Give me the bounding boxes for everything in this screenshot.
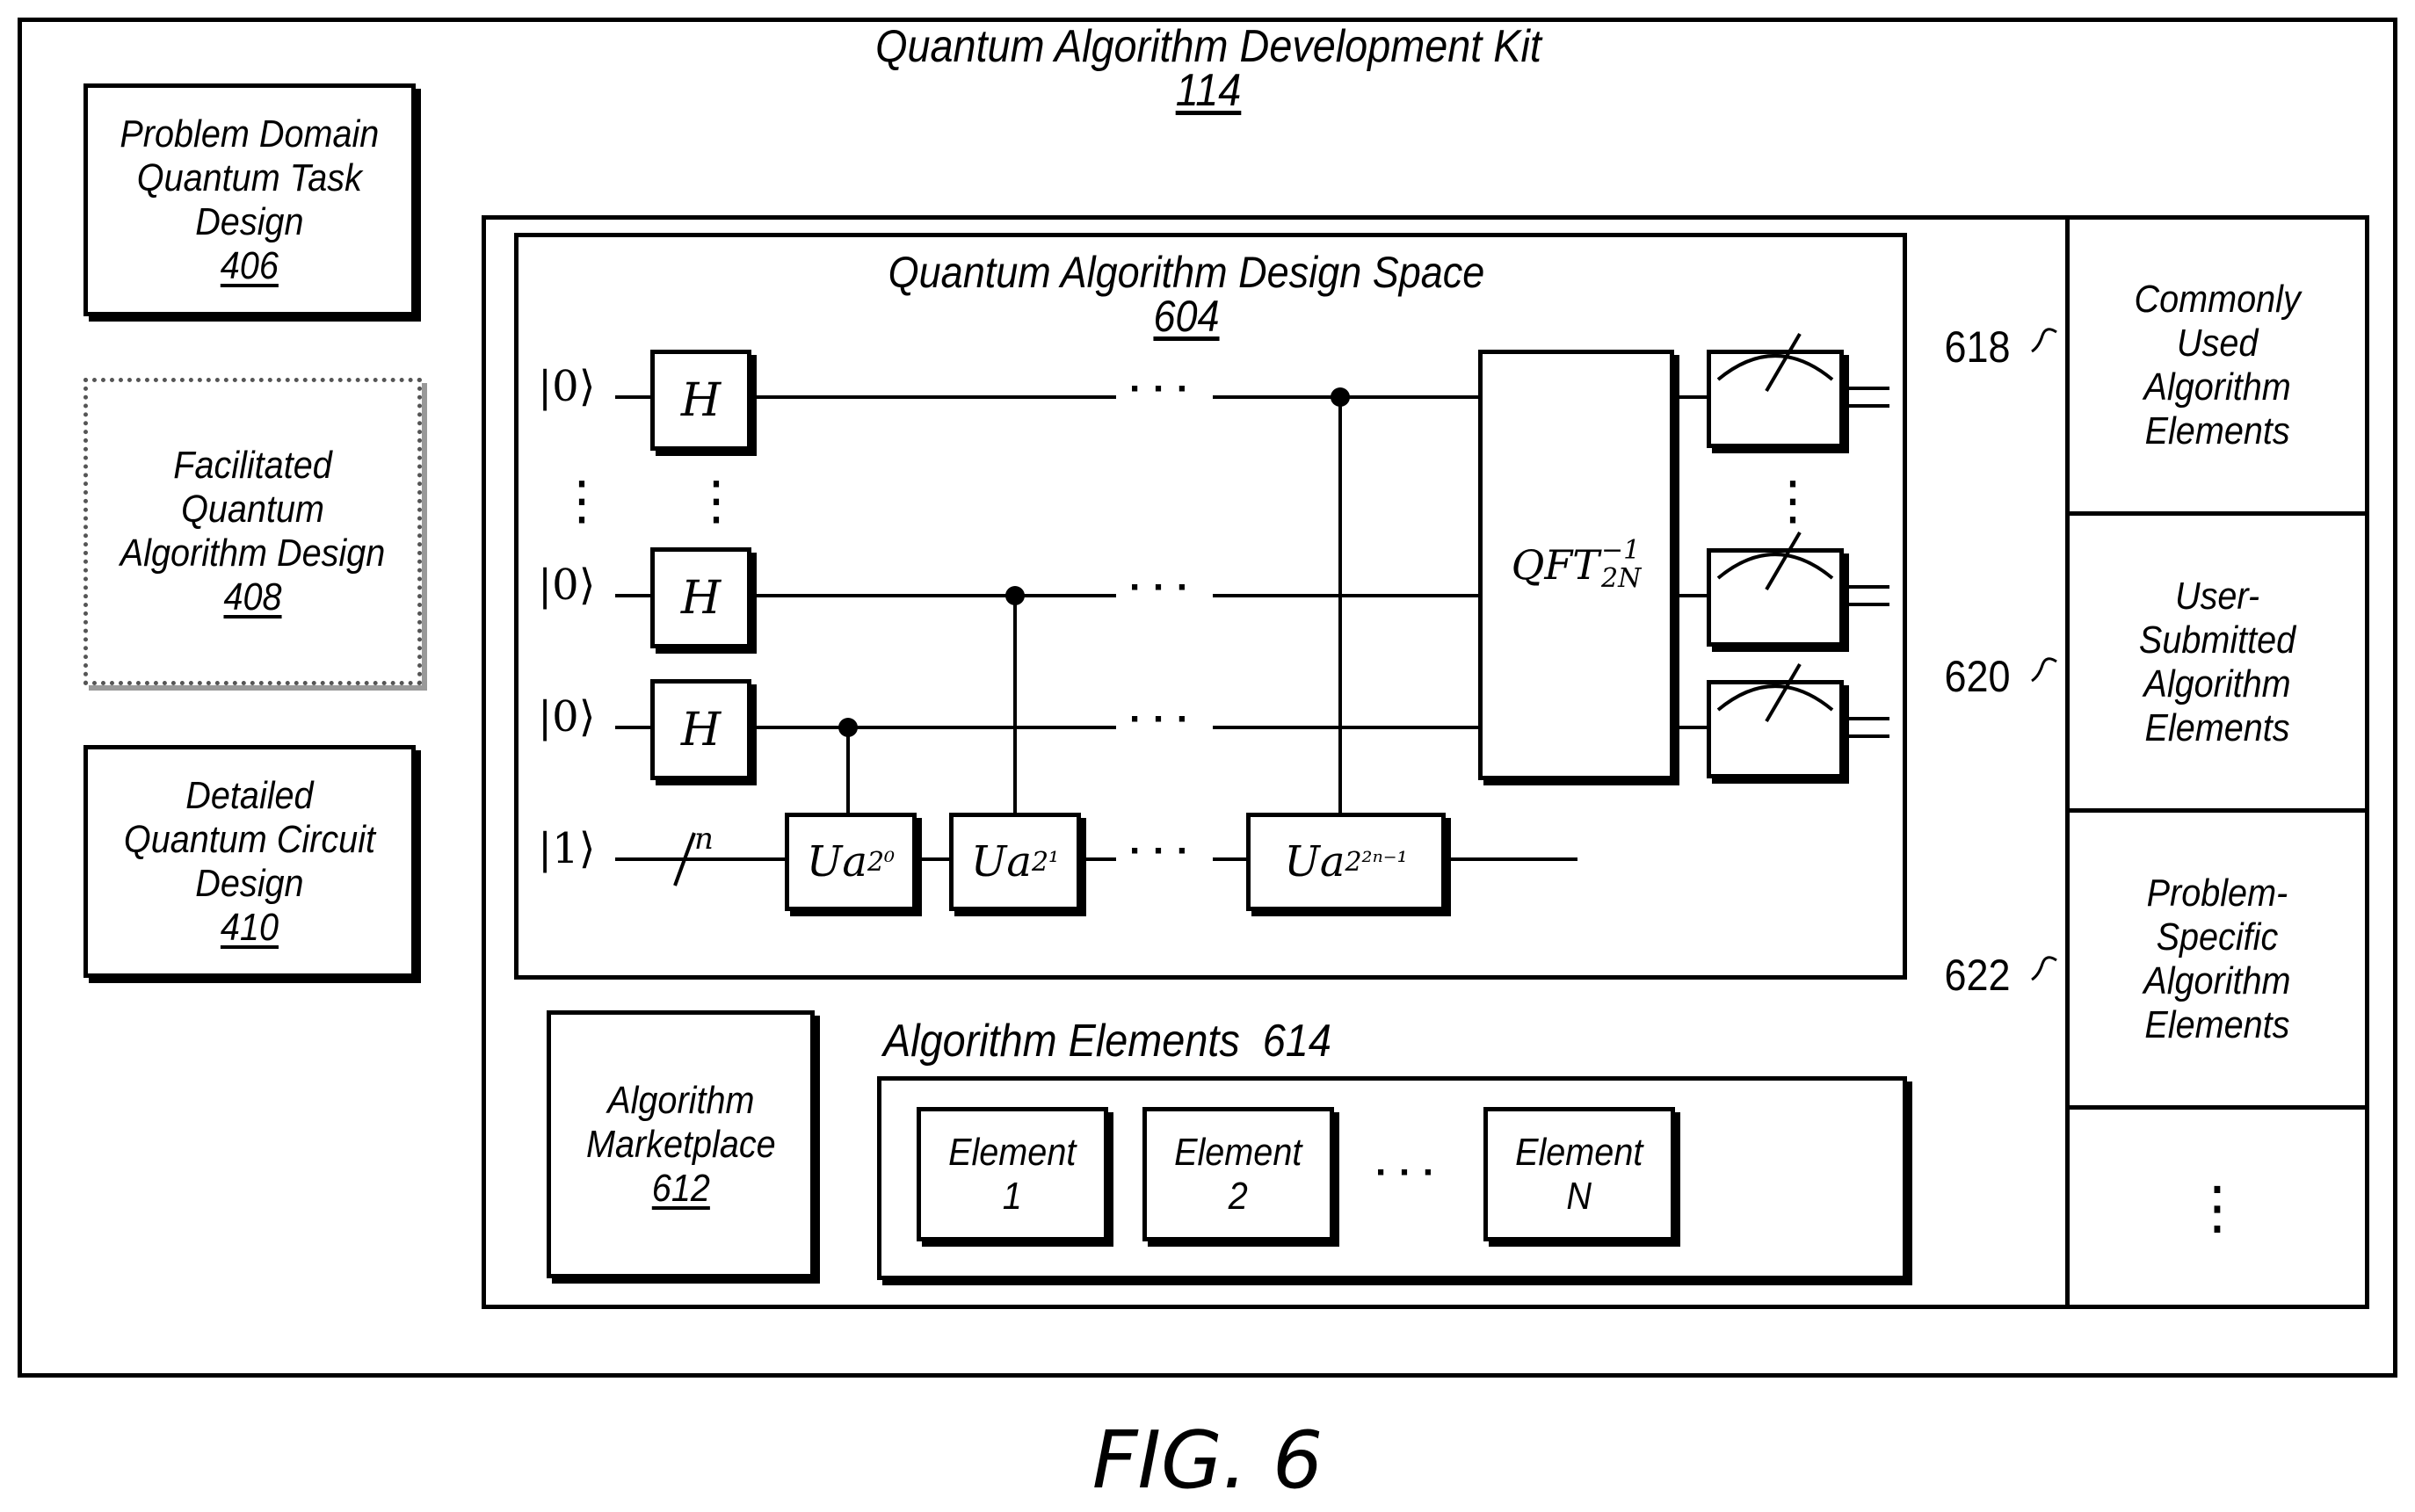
figure-caption: FIG. 6 xyxy=(0,1414,2415,1507)
